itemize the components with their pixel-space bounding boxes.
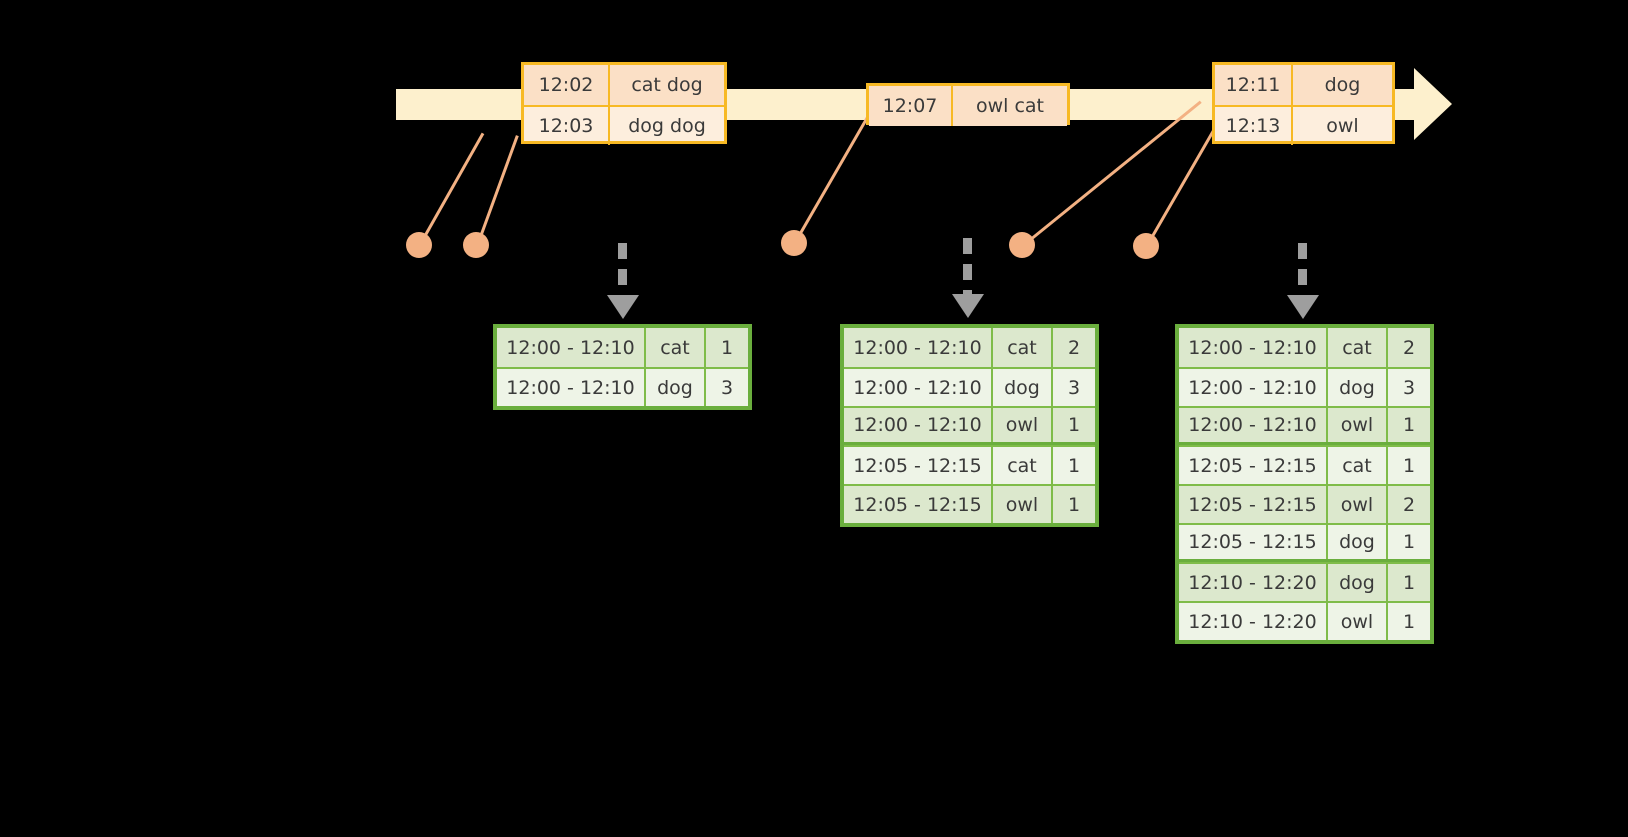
table-row: 12:05 - 12:15 dog 1 <box>1179 523 1430 562</box>
cell-key: dog <box>1328 564 1388 601</box>
event-row: 12:03 dog dog <box>524 105 724 145</box>
table-row: 12:00 - 12:10 owl 1 <box>1179 406 1430 445</box>
cell-window: 12:00 - 12:10 <box>1179 328 1328 367</box>
cell-count: 1 <box>1402 531 1416 553</box>
cell-count: 3 <box>1067 376 1081 399</box>
table-row: 12:05 - 12:15 cat 1 <box>844 445 1095 484</box>
event-row: 12:11 dog <box>1215 65 1392 105</box>
cell-window: 12:00 - 12:10 <box>844 369 993 406</box>
flow-arrow-2 <box>952 238 984 320</box>
cell-window: 12:10 - 12:20 <box>1179 564 1328 601</box>
cell-count: 3 <box>1402 376 1416 399</box>
event-time: 12:13 <box>1215 107 1293 145</box>
cell-count: 2 <box>1067 336 1081 359</box>
connector-line-2 <box>475 135 519 248</box>
connector-dot-4 <box>1009 232 1035 258</box>
cell-key: owl <box>993 486 1053 523</box>
cell-key: owl <box>1328 408 1388 442</box>
event-time: 12:02 <box>524 65 610 105</box>
cell-count: 1 <box>1402 610 1416 633</box>
table-row: 12:05 - 12:15 cat 1 <box>1179 445 1430 484</box>
flow-arrow-1 <box>607 243 639 319</box>
connector-dot-5 <box>1133 233 1159 259</box>
cell-count: 1 <box>1067 493 1081 516</box>
event-value: owl cat <box>975 95 1045 117</box>
cell-key: dog <box>1328 369 1388 406</box>
connector-dot-2 <box>463 232 489 258</box>
flow-arrow-3 <box>1287 243 1319 320</box>
table-row: 12:05 - 12:15 owl 2 <box>1179 484 1430 523</box>
cell-key: cat <box>1328 328 1388 367</box>
event-group-2: 12:07 owl cat <box>866 83 1070 126</box>
cell-window: 12:00 - 12:10 <box>497 328 646 367</box>
result-table-3: 12:00 - 12:10 cat 2 12:00 - 12:10 dog 3 … <box>1175 324 1434 644</box>
table-row: 12:00 - 12:10 cat 1 <box>497 328 748 367</box>
event-row: 12:13 owl <box>1215 105 1392 145</box>
cell-window: 12:05 - 12:15 <box>1179 486 1328 523</box>
cell-key: dog <box>646 369 706 406</box>
cell-count: 1 <box>1067 454 1081 477</box>
cell-key: dog <box>993 369 1053 406</box>
cell-key: cat <box>993 447 1053 484</box>
table-row: 12:00 - 12:10 dog 3 <box>497 367 748 406</box>
table-row: 12:00 - 12:10 dog 3 <box>1179 367 1430 406</box>
cell-count: 1 <box>1402 571 1416 594</box>
event-value: dog dog <box>628 115 706 137</box>
result-table-1: 12:00 - 12:10 cat 1 12:00 - 12:10 dog 3 <box>493 324 752 410</box>
event-value: dog <box>1324 74 1361 96</box>
event-time: 12:07 <box>869 86 953 126</box>
event-value: cat dog <box>631 74 703 96</box>
connector-line-1 <box>417 132 485 248</box>
event-group-1: 12:02 cat dog 12:03 dog dog <box>521 62 727 145</box>
event-time: 12:11 <box>1215 65 1293 105</box>
cell-window: 12:00 - 12:10 <box>1179 408 1328 442</box>
cell-count: 2 <box>1402 493 1416 516</box>
cell-key: cat <box>646 328 706 367</box>
cell-count: 3 <box>720 376 734 399</box>
cell-count: 1 <box>1067 414 1081 436</box>
table-row: 12:00 - 12:10 dog 3 <box>844 367 1095 406</box>
cell-key: owl <box>1328 603 1388 640</box>
cell-count: 1 <box>720 336 734 359</box>
cell-window: 12:05 - 12:15 <box>844 447 993 484</box>
cell-key: owl <box>1328 486 1388 523</box>
event-time: 12:03 <box>524 107 610 145</box>
cell-count: 1 <box>1402 454 1416 477</box>
event-group-3: 12:11 dog 12:13 owl <box>1212 62 1395 145</box>
table-row: 12:00 - 12:10 cat 2 <box>844 328 1095 367</box>
table-row: 12:05 - 12:15 owl 1 <box>844 484 1095 523</box>
connector-dot-1 <box>406 232 432 258</box>
table-row: 12:10 - 12:20 owl 1 <box>1179 601 1430 640</box>
cell-window: 12:05 - 12:15 <box>1179 525 1328 559</box>
cell-count: 1 <box>1402 414 1416 436</box>
timeline-arrow-icon <box>1414 68 1452 140</box>
cell-key: dog <box>1328 525 1388 559</box>
event-value: owl <box>1326 115 1359 137</box>
table-row: 12:00 - 12:10 cat 2 <box>1179 328 1430 367</box>
cell-key: cat <box>993 328 1053 367</box>
cell-count: 2 <box>1402 336 1416 359</box>
cell-key: cat <box>1328 447 1388 484</box>
cell-window: 12:00 - 12:10 <box>497 369 646 406</box>
cell-window: 12:00 - 12:10 <box>1179 369 1328 406</box>
cell-window: 12:05 - 12:15 <box>1179 447 1328 484</box>
cell-window: 12:00 - 12:10 <box>844 408 993 442</box>
cell-window: 12:00 - 12:10 <box>844 328 993 367</box>
result-table-2: 12:00 - 12:10 cat 2 12:00 - 12:10 dog 3 … <box>840 324 1099 527</box>
table-row: 12:10 - 12:20 dog 1 <box>1179 562 1430 601</box>
cell-window: 12:05 - 12:15 <box>844 486 993 523</box>
table-row: 12:00 - 12:10 owl 1 <box>844 406 1095 445</box>
connector-dot-3 <box>781 230 807 256</box>
cell-window: 12:10 - 12:20 <box>1179 603 1328 640</box>
event-row: 12:02 cat dog <box>524 65 724 105</box>
event-row: 12:07 owl cat <box>869 86 1067 126</box>
cell-key: owl <box>993 408 1053 442</box>
